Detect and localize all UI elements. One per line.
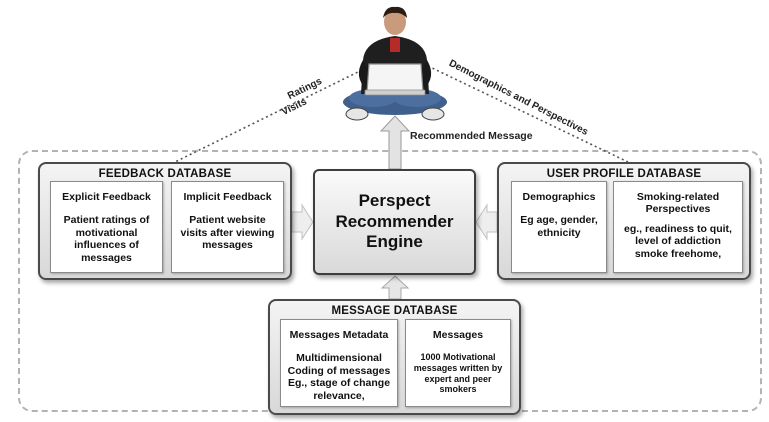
smoking-perspectives-heading: Smoking-related Perspectives: [636, 191, 720, 216]
user-profile-database: USER PROFILE DATABASE Demographics Eg ag…: [497, 162, 751, 280]
feedback-db-title: FEEDBACK DATABASE: [98, 168, 232, 180]
ratings-visits-connector: [174, 69, 363, 163]
feedback-db-arrow: [291, 203, 314, 241]
demographics-body: Eg age, gender, ethnicity: [520, 214, 598, 239]
recommended-message-arrow: [379, 115, 411, 170]
user-profile-db-arrow: [475, 203, 498, 241]
messages-metadata-heading: Messages Metadata: [289, 329, 389, 341]
user-profile-db-title: USER PROFILE DATABASE: [546, 168, 702, 180]
explicit-feedback-heading: Explicit Feedback: [62, 191, 151, 203]
engine-label: Perspect Recommender Engine: [335, 191, 454, 252]
messages-metadata-body: Multidimensional Coding of messages Eg.,…: [287, 352, 391, 402]
explicit-feedback-card: Explicit Feedback Patient ratings of mot…: [50, 181, 163, 273]
demographics-heading: Demographics: [522, 191, 596, 203]
feedback-database: FEEDBACK DATABASE Explicit Feedback Pati…: [38, 162, 292, 280]
smoking-perspectives-body: eg., readiness to quit, level of addicti…: [624, 222, 732, 260]
recommender-engine: Perspect Recommender Engine: [313, 169, 476, 275]
messages-card: Messages 1000 Motivational messages writ…: [405, 319, 511, 407]
message-database: MESSAGE DATABASE Messages Metadata Multi…: [268, 299, 521, 415]
messages-body: 1000 Motivational messages written by ex…: [413, 352, 503, 395]
messages-metadata-card: Messages Metadata Multidimensional Codin…: [280, 319, 398, 407]
implicit-feedback-card: Implicit Feedback Patient website visits…: [171, 181, 284, 273]
implicit-feedback-body: Patient website visits after viewing mes…: [180, 214, 275, 252]
explicit-feedback-body: Patient ratings of motivational influenc…: [63, 214, 150, 264]
messages-heading: Messages: [432, 329, 484, 341]
person-with-laptop-icon: [343, 6, 447, 121]
message-db-title: MESSAGE DATABASE: [331, 305, 458, 317]
demographics-connector: [427, 65, 629, 163]
message-db-arrow: [380, 275, 410, 300]
smoking-perspectives-card: Smoking-related Perspectives eg., readin…: [613, 181, 743, 273]
implicit-feedback-heading: Implicit Feedback: [183, 191, 272, 203]
demographics-card: Demographics Eg age, gender, ethnicity: [511, 181, 607, 273]
recommended-message-label: Recommended Message: [410, 130, 533, 142]
